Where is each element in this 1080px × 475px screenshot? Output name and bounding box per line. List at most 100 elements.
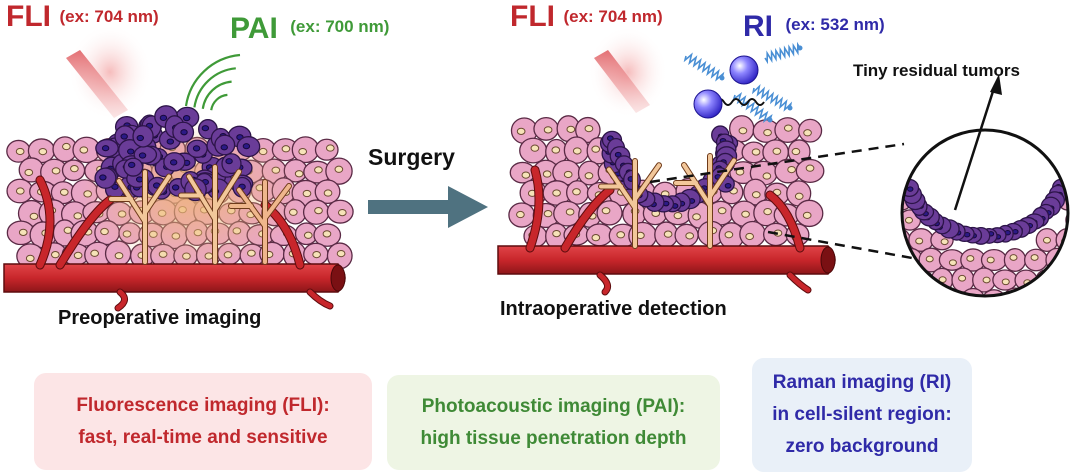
cell-nucleus <box>763 207 772 216</box>
cell-nucleus <box>73 212 83 220</box>
cell-nucleus <box>543 210 553 218</box>
cell-nucleus <box>958 274 967 282</box>
cell-nucleus <box>902 233 903 241</box>
cell-nucleus <box>542 170 552 178</box>
normal-cell <box>1044 288 1068 296</box>
pai-box-line2: high tissue penetration depth <box>420 427 687 449</box>
fli-box-line2: fast, real-time and sensitive <box>78 426 328 448</box>
vessel-branch <box>526 166 804 252</box>
cell-nucleus <box>663 230 673 238</box>
cell-nucleus <box>516 210 525 219</box>
cell-nucleus <box>572 147 582 155</box>
cell-nucleus <box>1074 299 1080 305</box>
capillary <box>674 154 736 248</box>
normal-cell <box>1056 269 1068 291</box>
cell-nucleus <box>127 161 136 169</box>
cell-nucleus <box>591 234 601 242</box>
cell-nucleus <box>566 125 576 133</box>
capillary <box>599 159 661 248</box>
zoom-line-bottom <box>767 230 913 260</box>
beams-and-waves <box>66 24 1002 260</box>
cell-nucleus <box>938 276 947 284</box>
cell-nucleus <box>325 144 335 152</box>
cell-nucleus <box>543 126 553 134</box>
cell-nucleus <box>323 189 333 197</box>
cell-nucleus <box>24 168 34 177</box>
vessel-branch-outline <box>114 288 334 312</box>
cell-nucleus <box>988 299 995 305</box>
normal-cell <box>1067 287 1068 296</box>
cell-nucleus <box>79 146 89 154</box>
pai-description-box: Photoacoustic imaging (PAI): high tissue… <box>387 375 720 470</box>
zoom-line-top <box>649 142 905 184</box>
cell-nucleus <box>73 251 83 260</box>
cell-nucleus <box>220 144 228 151</box>
cell-nucleus <box>692 213 701 221</box>
cell-nucleus <box>314 166 323 174</box>
vessel-opening <box>330 264 346 292</box>
cell-nucleus <box>552 189 561 197</box>
cell-nucleus <box>99 174 107 181</box>
normal-cell <box>918 289 944 296</box>
raman-scatter-wave <box>683 52 725 82</box>
cell-nucleus <box>751 191 761 199</box>
raman-probe-sphere <box>693 89 723 119</box>
cell-nucleus <box>166 138 175 145</box>
cell-nucleus <box>946 298 953 304</box>
cell-nucleus <box>616 231 626 239</box>
cell-nucleus <box>1042 236 1051 244</box>
fli-laser-beam-left <box>66 50 128 118</box>
ri-text: RI <box>743 10 773 43</box>
pai-acoustic-wave <box>201 80 232 109</box>
cell-nucleus <box>551 146 561 154</box>
fli-right-excitation: (ex: 704 nm) <box>563 7 663 26</box>
capillary <box>109 170 171 264</box>
cell-nucleus <box>516 127 526 135</box>
normal-cell <box>1065 208 1068 232</box>
cell-nucleus <box>787 165 796 174</box>
cell-nucleus <box>907 298 914 304</box>
intraoperative-blood-vessels <box>497 153 836 296</box>
cell-nucleus <box>1077 256 1080 262</box>
cell-nucleus <box>802 211 812 219</box>
fli-label-right: FLI (ex: 704 nm) <box>510 2 663 32</box>
cell-nucleus <box>1045 278 1054 285</box>
cell-nucleus <box>38 147 48 156</box>
cell-nucleus <box>120 133 128 140</box>
pointer-line <box>953 84 997 211</box>
cell-nucleus <box>724 182 732 189</box>
cell-nucleus <box>90 249 99 257</box>
cell-nucleus <box>745 232 754 241</box>
raman-wave-tip <box>797 45 803 51</box>
vessel-opening <box>820 246 836 274</box>
cell-nucleus <box>314 206 323 215</box>
cell-nucleus <box>565 208 575 216</box>
normal-cell <box>1066 249 1068 271</box>
pai-acoustic-wave <box>193 67 236 108</box>
normal-cell <box>960 287 986 296</box>
capillary <box>179 165 241 264</box>
cell-nucleus <box>1055 258 1064 266</box>
cell-nucleus <box>169 159 178 166</box>
cell-nucleus <box>741 210 750 218</box>
fli-left-text: FLI <box>6 0 51 33</box>
cell-nucleus <box>322 230 332 238</box>
cell-nucleus <box>135 176 144 183</box>
cell-nucleus <box>982 276 991 284</box>
normal-cell <box>1035 268 1059 292</box>
pai-excitation: (ex: 700 nm) <box>290 17 390 36</box>
cell-nucleus <box>1052 295 1061 296</box>
raman-probe-linker <box>715 98 765 106</box>
cell-nucleus <box>584 124 594 133</box>
cell-nucleus <box>738 127 748 135</box>
cell-nucleus <box>530 144 540 152</box>
fli-label-left: FLI (ex: 704 nm) <box>6 2 159 32</box>
cell-nucleus <box>302 189 312 198</box>
cell-nucleus <box>180 129 188 136</box>
raman-wave-tip <box>767 117 773 123</box>
cell-nucleus <box>803 129 812 137</box>
fli-box-line1: Fluorescence imaging (FLI): <box>76 394 330 416</box>
cell-nucleus <box>805 164 815 172</box>
cell-nucleus <box>717 207 727 215</box>
